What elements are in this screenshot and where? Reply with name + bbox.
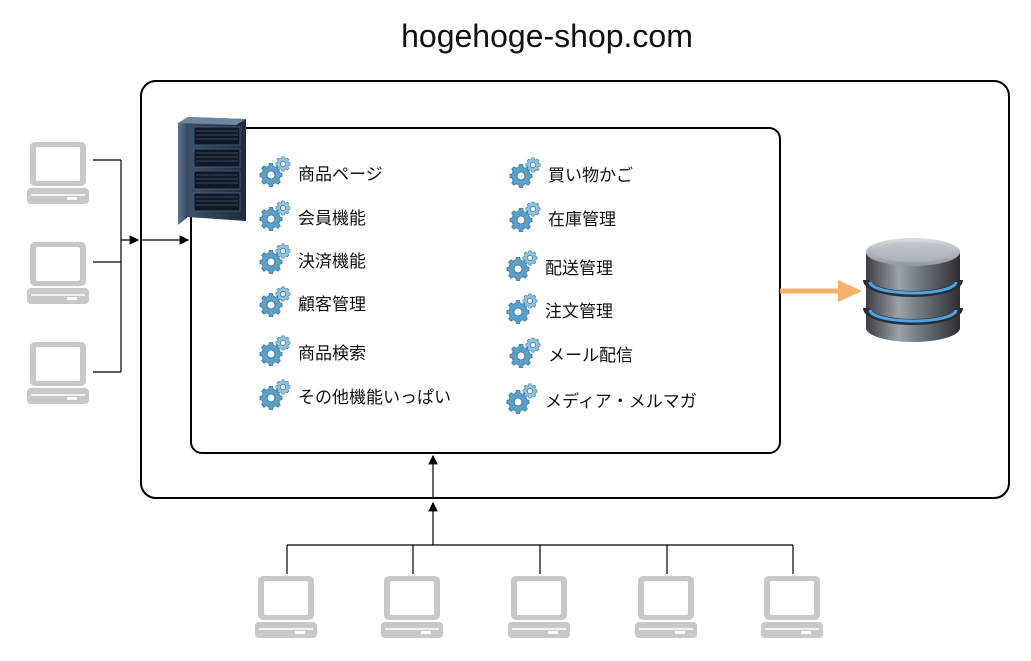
gear-icon [259, 200, 291, 231]
feature-item: 商品検索 [258, 333, 366, 369]
feature-label: 会員機能 [298, 208, 366, 229]
feature-label: メール配信 [548, 345, 633, 366]
gear-icon [506, 250, 538, 281]
gear-icon [509, 201, 541, 232]
feature-label: 配送管理 [545, 258, 613, 279]
page-title: hogehoge-shop.com [401, 18, 693, 54]
laptop-icon [381, 576, 443, 638]
database-icon [863, 238, 963, 342]
gear-icon [259, 156, 291, 187]
feature-item: メール配信 [508, 335, 633, 371]
feature-item: 注文管理 [505, 291, 613, 327]
feature-item: 商品ページ [258, 154, 383, 190]
laptop-icon [255, 576, 317, 638]
laptop-icon [27, 242, 89, 304]
gear-icon [509, 157, 541, 188]
laptop-icon [508, 576, 570, 638]
left-client-connectors [93, 159, 190, 373]
gear-icon [506, 383, 538, 414]
laptop-icon [27, 142, 89, 204]
feature-item: 決済機能 [258, 241, 366, 277]
gear-icon [259, 286, 291, 317]
gear-icon [259, 335, 291, 366]
laptop-icon [27, 342, 89, 404]
feature-label: 注文管理 [545, 301, 613, 322]
feature-item: 会員機能 [258, 198, 366, 234]
feature-label: 決済機能 [298, 251, 366, 272]
gear-icon [259, 243, 291, 274]
feature-item: 配送管理 [505, 248, 613, 284]
feature-label: 商品ページ [298, 164, 383, 185]
laptop-icon [761, 576, 823, 638]
feature-item: その他機能いっぱい [258, 377, 451, 413]
gear-icon [509, 337, 541, 368]
feature-item: 顧客管理 [258, 284, 366, 320]
feature-item: 買い物かご [508, 155, 633, 191]
bottom-client-connectors [286, 454, 794, 574]
feature-item: メディア・メルマガ [505, 381, 697, 417]
database-arrow [780, 280, 862, 302]
feature-label: 顧客管理 [298, 294, 366, 315]
feature-label: メディア・メルマガ [545, 391, 697, 412]
feature-item: 在庫管理 [508, 199, 616, 235]
site-boundary [140, 80, 1010, 499]
server-rack-icon [178, 117, 246, 225]
feature-label: 商品検索 [298, 343, 366, 364]
laptop-icon [635, 576, 697, 638]
gear-icon [259, 379, 291, 410]
feature-label: その他機能いっぱい [298, 387, 451, 408]
gear-icon [506, 293, 538, 324]
feature-label: 在庫管理 [548, 209, 616, 230]
feature-label: 買い物かご [548, 165, 633, 186]
